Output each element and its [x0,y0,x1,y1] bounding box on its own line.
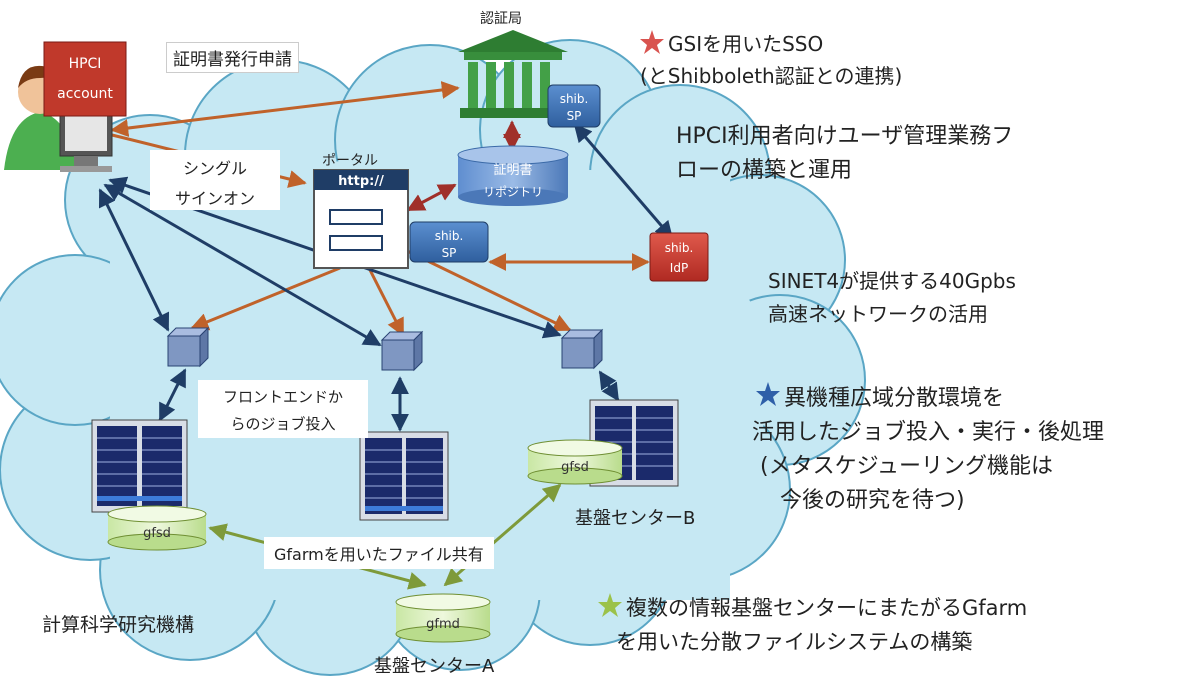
gfmd-database-icon [395,593,491,643]
note-gfarm-line1: 複数の情報基盤センターにまたがるGfarm [626,596,1028,620]
star-icon [640,30,664,54]
note-sso-line1: GSIを用いたSSO [668,32,824,56]
http-label: http:// [338,174,384,189]
shib-sp-top [547,84,601,128]
frontend-label-line1: フロントエンドか [222,388,343,406]
sso-label-line2: サインオン [174,189,255,208]
frontend-label: フロントエンドか らのジョブ投入 [198,380,368,438]
center-b-label: 基盤センターB [575,508,696,529]
shib-sp-top-1: shib. [560,92,589,106]
shib-sp-top-2: SP [567,109,582,123]
center-a-label: 基盤センターA [374,656,495,677]
bank-icon [458,30,568,118]
riken-label: 計算科学研究機構 [42,614,195,636]
cert-request-label: 証明書発行申請 [166,42,299,73]
sso-label-line1: シングル [182,159,247,178]
note-sso-line2: (とShibboleth認証との連携) [640,64,903,88]
hpci-account-label-1: HPCI [69,56,102,72]
shib-idp-1: shib. [665,241,694,255]
note-sinet-line1: SINET4が提供する40Gpbs [768,269,1016,293]
note-job-line1: 異機種広域分散環境を [784,386,1005,411]
note-job-line2: 活用したジョブ投入・実行・後処理 [752,420,1105,445]
cert-repository-database-icon [457,145,569,206]
gfsd-left-database-icon [107,505,207,551]
frontend-label-line2: らのジョブ投入 [230,415,336,433]
note-mgmt-line2: ローの構築と運用 [676,158,853,183]
gfmd-label: gfmd [426,617,460,632]
cert-repo-label-1: 証明書 [493,163,532,178]
shib-idp-2: IdP [670,261,688,275]
ca-label: 認証局 [480,11,522,27]
shib-sp-portal-2: SP [442,246,457,260]
hpci-account-label-2: account [57,86,113,102]
portal-label: ポータル [322,153,378,169]
gfsd-right-label: gfsd [561,460,589,475]
star-icon [598,593,622,617]
cube-icon [380,330,424,372]
star-icon [756,382,780,406]
server-rack-icon [359,431,449,521]
shib-sp-portal [409,221,489,263]
note-gfarm-line2: を用いた分散ファイルシステムの構築 [616,630,973,654]
sso-label: シングル サインオン [150,150,280,210]
note-mgmt-line1: HPCI利用者向けユーザ管理業務フ [676,124,1014,149]
note-job-line4: 今後の研究を待つ) [780,488,965,513]
gfsd-right-database-icon [527,439,623,485]
shib-sp-portal-1: shib. [435,229,464,243]
note-sinet-line2: 高速ネットワークの活用 [768,302,988,326]
gfarm-share-label: Gfarmを用いたファイル共有 [264,537,494,569]
cube-icon [166,326,210,368]
cube-icon [560,328,604,370]
server-rack-icon [91,419,188,513]
portal-window [313,169,409,269]
gfsd-left-label: gfsd [143,526,171,541]
cert-repo-label-2: リポジトリ [483,185,543,199]
shib-idp [649,232,709,282]
note-job-line3: (メタスケジューリング機能は [760,454,1054,479]
hpci-account-box [43,41,127,117]
